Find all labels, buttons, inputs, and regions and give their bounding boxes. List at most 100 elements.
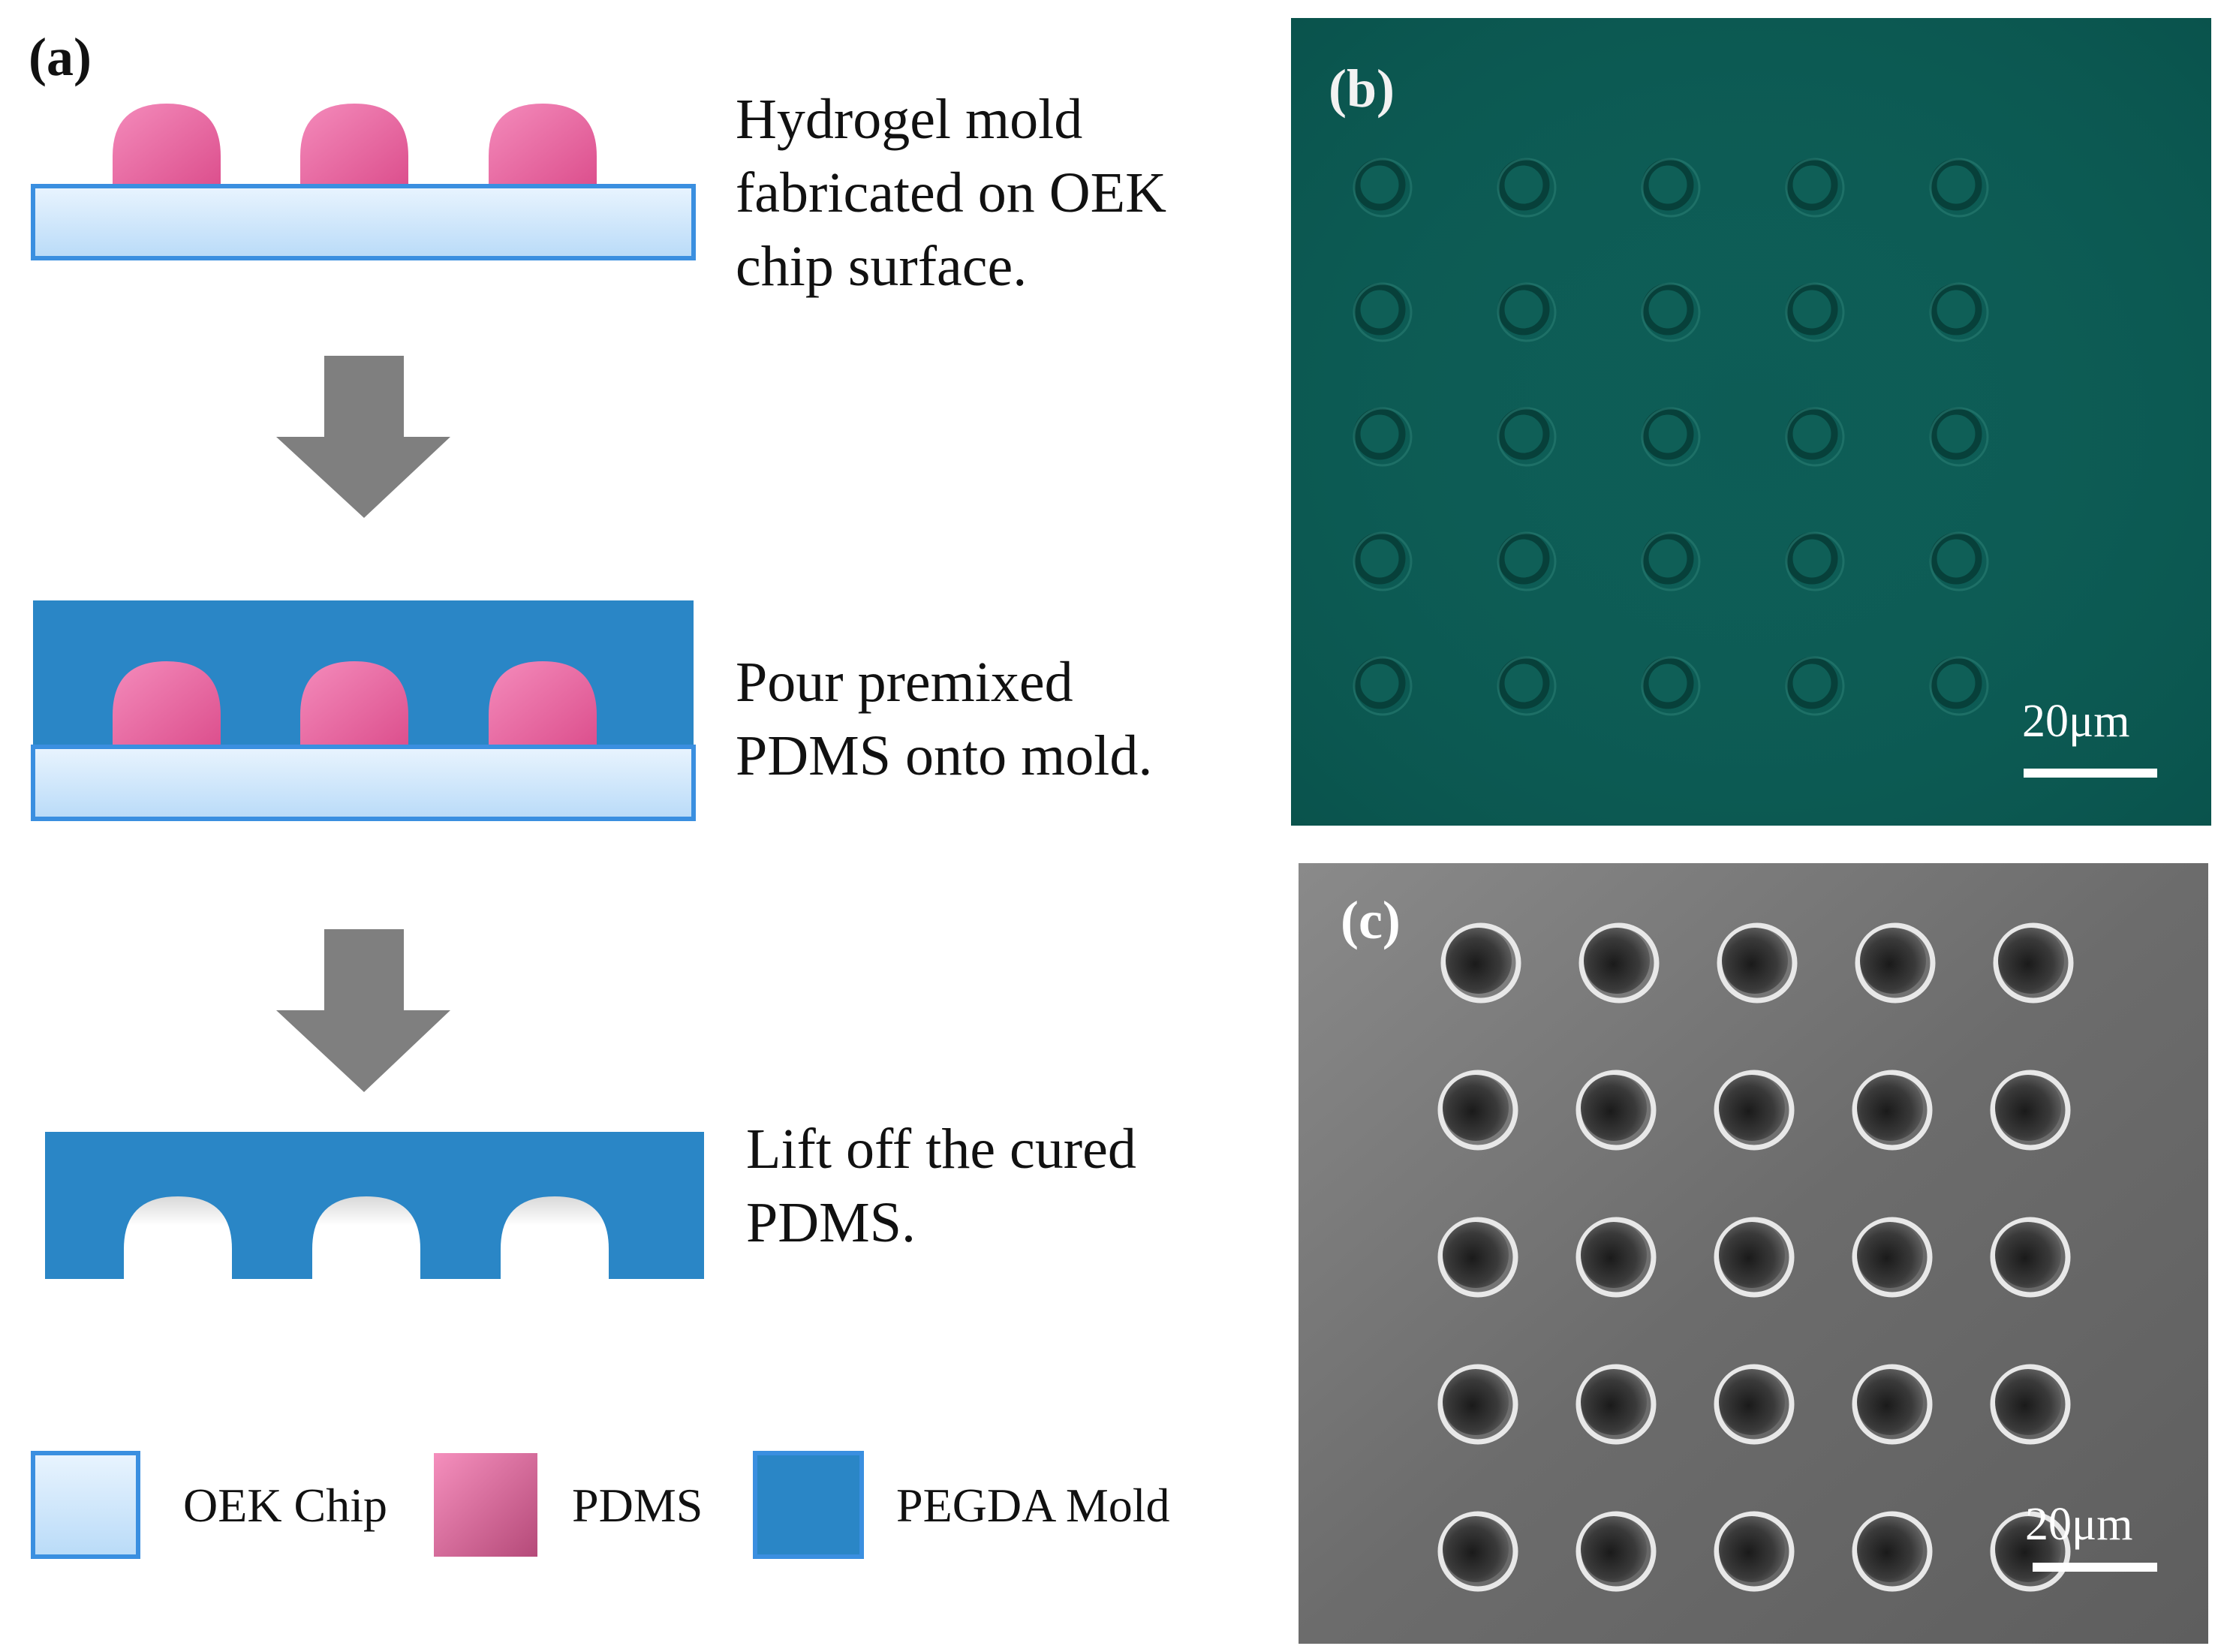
optical-well-halo	[1929, 282, 1989, 342]
sem-well	[1719, 1075, 1785, 1141]
sem-well-rim	[1990, 1070, 2071, 1151]
down-arrow-icon	[276, 356, 450, 518]
optical-well-halo	[1785, 282, 1845, 342]
optical-well-halo	[1785, 656, 1845, 716]
hole	[501, 1196, 609, 1279]
sem-well-rim	[1437, 1364, 1518, 1445]
optical-well-halo	[1641, 531, 1701, 591]
sem-well	[1443, 1369, 1509, 1435]
sem-well	[1719, 1369, 1785, 1435]
panel-a-label: (a)	[29, 27, 92, 87]
sem-well	[1443, 1222, 1509, 1288]
optical-well-halo	[1353, 531, 1413, 591]
optical-well-halo	[1929, 656, 1989, 716]
sem-well	[1581, 1222, 1647, 1288]
legend-label-pegda-mold: PEGDA Mold	[896, 1479, 1170, 1532]
sem-well	[1581, 1369, 1647, 1435]
optical-well	[1930, 408, 1982, 460]
optical-well	[1497, 283, 1550, 336]
optical-well	[1642, 532, 1694, 585]
sem-well	[1581, 1516, 1647, 1582]
sem-well	[1857, 1075, 1923, 1141]
sem-well	[1584, 928, 1650, 994]
sem-well-rim	[1852, 1070, 1933, 1151]
sem-well	[1857, 1516, 1923, 1582]
legend-label-pdms: PDMS	[572, 1479, 703, 1532]
sem-well-rim	[1852, 1364, 1933, 1445]
sem-well-rim	[1575, 1511, 1657, 1592]
hole	[124, 1196, 232, 1279]
sem-well	[1722, 928, 1788, 994]
scalebar-c	[2033, 1563, 2157, 1572]
sem-well-rim	[1990, 1364, 2071, 1445]
step3-diagram	[45, 1132, 704, 1279]
optical-well-halo	[1353, 282, 1413, 342]
optical-well-halo	[1353, 407, 1413, 467]
optical-well-halo	[1497, 531, 1557, 591]
legend-swatch-oek-chip	[31, 1451, 140, 1559]
sem-well-rim	[1575, 1364, 1657, 1445]
legend-swatch-pegda-mold	[753, 1451, 864, 1559]
pdms-dome	[489, 104, 597, 186]
oek-chip	[31, 745, 696, 821]
panel-c-label: (c)	[1341, 890, 1401, 950]
optical-well-halo	[1929, 158, 1989, 218]
fabrication-schematic	[31, 104, 864, 1559]
sem-well-rim	[1437, 1217, 1518, 1298]
sem-well-rim	[1578, 922, 1660, 1004]
optical-well-halo	[1641, 158, 1701, 218]
optical-well-halo	[1785, 531, 1845, 591]
sem-well-rim	[1437, 1511, 1518, 1592]
scalebar-c-label: 20μm	[2025, 1499, 2133, 1550]
sem-well-rim	[1855, 922, 1936, 1004]
pdms-dome	[113, 104, 221, 186]
sem-well-rim	[1717, 922, 1798, 1004]
optical-well	[1642, 408, 1694, 460]
sem-well	[1443, 1075, 1509, 1141]
optical-well	[1930, 657, 1982, 709]
sem-well-rim	[1714, 1364, 1795, 1445]
optical-well-halo	[1353, 158, 1413, 218]
optical-well-halo	[1353, 656, 1413, 716]
optical-well-grid	[1291, 18, 2211, 826]
optical-well	[1353, 408, 1406, 460]
sem-well	[1998, 928, 2064, 994]
step2-diagram	[31, 600, 696, 821]
optical-well	[1642, 158, 1694, 211]
step3-text: Lift off the cured PDMS.	[746, 1118, 1136, 1254]
optical-well	[1930, 283, 1982, 336]
panel-b-label: (b)	[1329, 59, 1395, 119]
sem-well-rim	[1714, 1511, 1795, 1592]
optical-well	[1642, 283, 1694, 336]
optical-well-halo	[1641, 407, 1701, 467]
scalebar-b-label: 20μm	[2022, 696, 2130, 747]
sem-well-rim	[1852, 1511, 1933, 1592]
optical-well	[1930, 532, 1982, 585]
sem-well	[1443, 1516, 1509, 1582]
sem-well	[1995, 1369, 2061, 1435]
optical-well	[1353, 283, 1406, 336]
optical-well	[1786, 657, 1838, 709]
optical-well	[1353, 158, 1406, 211]
sem-well-rim	[1990, 1217, 2071, 1298]
down-arrow-icon	[276, 929, 450, 1092]
sem-well	[1860, 928, 1926, 994]
step1-diagram	[31, 104, 696, 260]
optical-well-halo	[1497, 407, 1557, 467]
optical-micrograph: (b) 20μm	[1291, 18, 2211, 826]
optical-well-halo	[1929, 407, 1989, 467]
sem-well-rim	[1575, 1070, 1657, 1151]
step1-text: Hydrogel mold fabricated on OEK chip sur…	[736, 88, 1166, 298]
pdms-dome	[489, 661, 597, 747]
sem-well-rim	[1714, 1217, 1795, 1298]
optical-well-halo	[1785, 407, 1845, 467]
optical-well-halo	[1929, 531, 1989, 591]
sem-well	[1719, 1222, 1785, 1288]
optical-well-halo	[1641, 282, 1701, 342]
sem-well	[1719, 1516, 1785, 1582]
optical-well	[1353, 657, 1406, 709]
optical-well	[1786, 532, 1838, 585]
optical-well	[1497, 532, 1550, 585]
legend-swatch-pdms	[434, 1453, 537, 1557]
sem-well-rim	[1990, 1511, 2071, 1592]
